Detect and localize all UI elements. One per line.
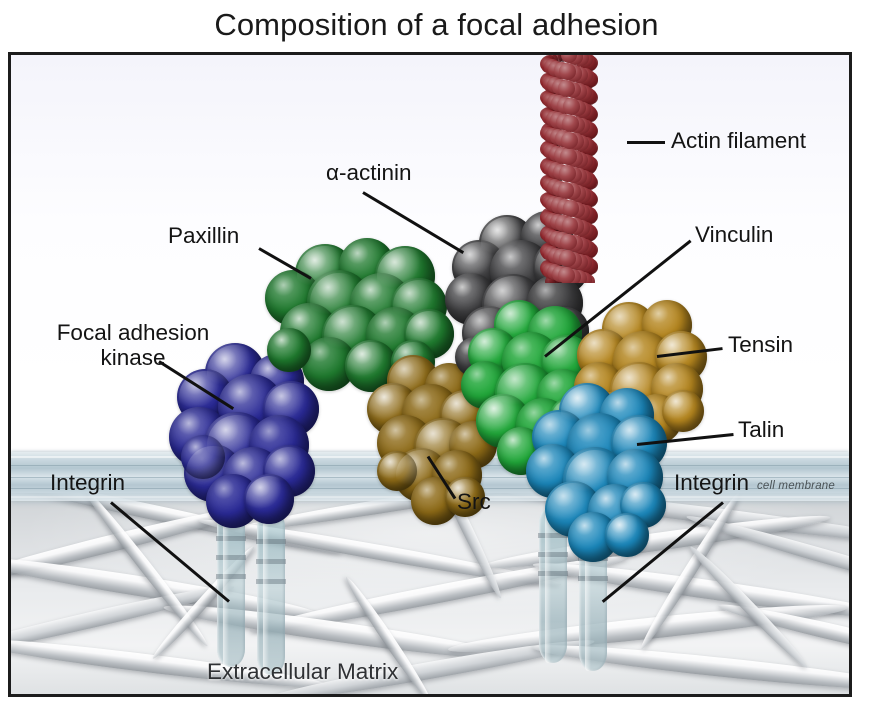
protein-lobe-highlight (396, 450, 446, 500)
actin-monomer (558, 80, 576, 97)
protein-lobe-highlight (186, 446, 240, 500)
actin-monomer (559, 250, 577, 268)
protein-lobe-highlight (496, 302, 542, 348)
protein-lobe-highlight (565, 449, 625, 509)
extracellular-matrix-label: Extracellular Matrix (207, 659, 399, 684)
focal-adhesion-kinase-protein (169, 343, 323, 531)
lead-actin-filament (627, 141, 665, 144)
label-src: Src (457, 489, 491, 514)
integrin-membrane-band (216, 574, 246, 580)
actin-monomer (559, 63, 577, 81)
protein-lobe-highlight (547, 483, 599, 535)
label-tensin: Tensin (728, 332, 794, 357)
integrin-membrane-band (256, 578, 286, 584)
page-title: Composition of a focal adhesion (214, 7, 659, 42)
actin-monomer (562, 200, 580, 217)
protein-lobe (267, 328, 311, 372)
protein-lobe-highlight (265, 447, 313, 495)
protein-lobe (377, 451, 417, 491)
protein-lobe-highlight (621, 483, 665, 527)
integrin-membrane-band (216, 535, 246, 541)
protein-lobe-highlight (416, 420, 470, 474)
label-paxillin: Paxillin (168, 223, 240, 248)
protein-lobe (445, 477, 485, 517)
actin-monomer (558, 165, 576, 182)
protein-lobe-highlight (309, 272, 369, 332)
protein-lobe-highlight (481, 217, 533, 269)
actin-monomer (563, 98, 581, 116)
actin-monomer (561, 131, 578, 149)
protein-lobe-highlight (179, 371, 231, 423)
protein-lobe-highlight (297, 246, 353, 302)
protein-lobe-highlight (378, 452, 416, 490)
actin-monomer (560, 55, 578, 64)
protein-lobe-highlight (393, 280, 445, 332)
label-vinculin: Vinculin (695, 222, 774, 247)
protein-lobe-highlight (446, 478, 484, 516)
label-talin: Talin (738, 417, 785, 442)
integrin-membrane-band (538, 571, 568, 577)
protein-lobe-highlight (613, 417, 665, 469)
figure-frame: cell membrane Extracellular Matrix Actin… (8, 52, 852, 697)
actin-monomer (558, 267, 575, 283)
actin-monomer (559, 148, 577, 166)
protein-lobe-highlight (657, 333, 705, 381)
protein-lobe-highlight (406, 311, 452, 357)
actin-monomer (557, 181, 575, 199)
protein-lobe-highlight (478, 396, 528, 446)
protein-lobe-highlight (389, 357, 437, 405)
protein-lobe-highlight (377, 248, 433, 304)
paxillin-protein (265, 238, 459, 396)
integrin-membrane-band (216, 555, 246, 560)
protein-lobe-highlight (369, 385, 417, 433)
protein-lobe-highlight (663, 391, 703, 431)
protein-lobe-highlight (561, 385, 613, 437)
protein-lobe-highlight (579, 331, 627, 379)
actin-monomer (561, 216, 579, 234)
label-actin-filament: Actin filament (671, 128, 807, 153)
cell-membrane-label: cell membrane (756, 479, 835, 492)
protein-lobe-highlight (604, 304, 654, 354)
integrin-receptor (256, 509, 286, 675)
protein-lobe (244, 474, 294, 524)
actin-monomer (560, 233, 578, 251)
actin-monomer (544, 275, 557, 283)
protein-lobe-highlight (497, 365, 553, 421)
integrin-membrane-band (538, 552, 568, 558)
protein-lobe-highlight (324, 307, 382, 365)
protein-lobe (181, 435, 225, 479)
integrin-receptor (216, 507, 246, 667)
label-integrin-right: Integrin (674, 470, 750, 495)
label-focal-adhesion-kinase: Focal adhesion kinase (33, 320, 233, 370)
actin-filament-structure (538, 55, 600, 283)
talin-protein (526, 383, 669, 565)
protein-lobe-highlight (534, 412, 584, 462)
integrin-membrane-band (538, 533, 568, 539)
protein-lobe-highlight (347, 342, 395, 390)
actin-monomer (562, 115, 579, 132)
protein-lobe-highlight (470, 330, 516, 376)
protein-lobe-highlight (265, 383, 317, 435)
protein-lobe-highlight (206, 414, 268, 476)
label-alpha-actinin: α-actinin (326, 160, 412, 185)
protein-lobe-highlight (454, 242, 504, 292)
label-fak-line2: kinase (100, 345, 166, 371)
extracellular-matrix (11, 492, 849, 694)
protein-lobe (662, 390, 704, 432)
protein-lobe-highlight (246, 476, 292, 522)
integrin-membrane-band (256, 558, 286, 564)
protein-lobe-highlight (606, 514, 648, 556)
focal-adhesion-illustration: cell membrane Extracellular Matrix Actin… (11, 55, 849, 694)
integrin-membrane-band (256, 538, 286, 544)
protein-lobe (605, 513, 649, 557)
protein-lobe-highlight (207, 345, 263, 401)
label-integrin-left: Integrin (50, 470, 126, 495)
integrin-membrane-band (578, 575, 608, 581)
label-fak-line1: Focal adhesion (56, 320, 210, 345)
